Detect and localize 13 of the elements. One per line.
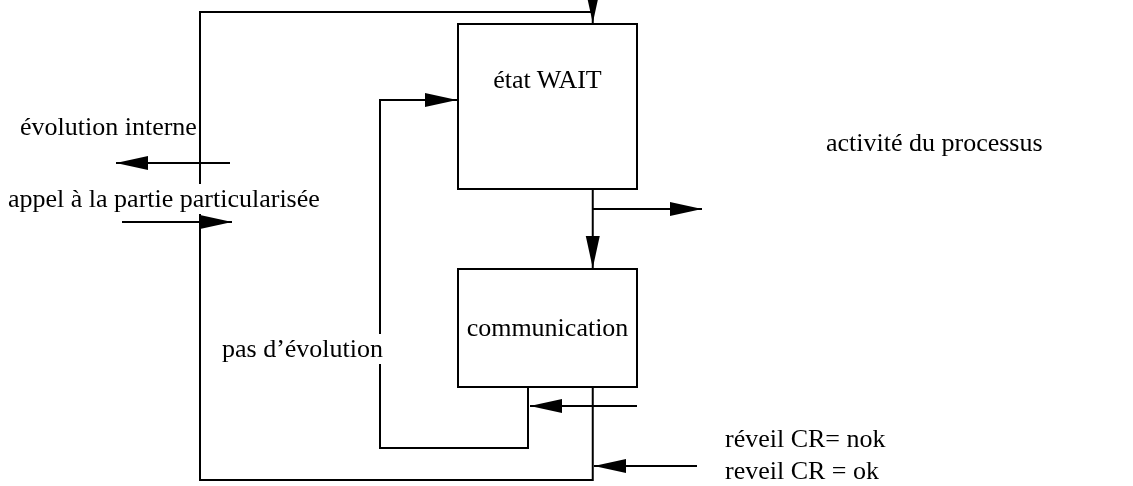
arrow [585,189,600,269]
signal-label: réveil CR= nok [725,424,886,454]
signal-label: activité du processus [826,128,1043,158]
state-box [457,268,638,388]
arrow [199,0,600,481]
state-box [457,23,638,190]
signal-label: évolution interne [20,112,197,142]
signal-label: appel à la partie particularisée [8,184,320,214]
box-label: état WAIT [493,65,602,95]
signal-label: pas d’évolution [222,334,384,364]
arrow [379,93,529,449]
box-label: communication [466,313,629,343]
signal-label: reveil CR = ok [725,456,880,486]
